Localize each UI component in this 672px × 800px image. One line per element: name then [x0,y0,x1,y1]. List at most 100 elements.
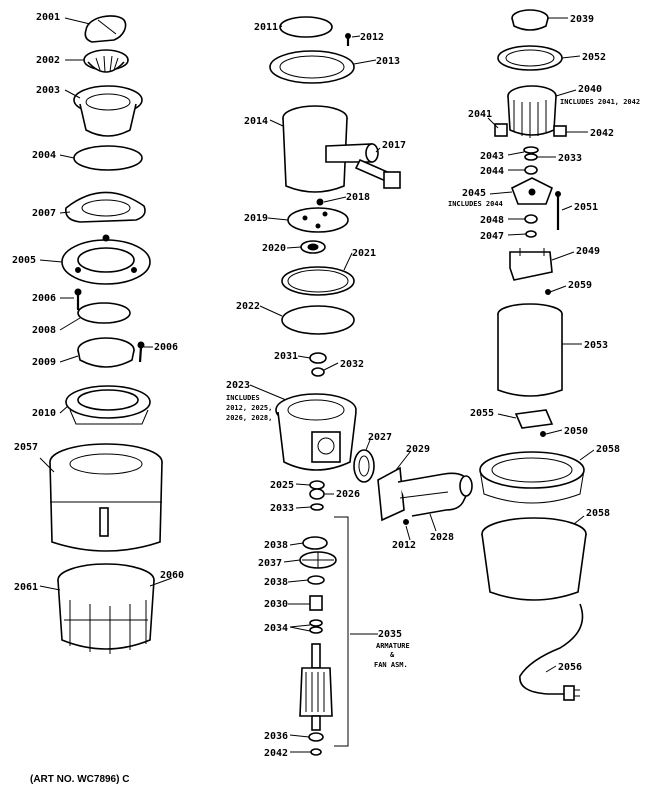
label-2048: 2048 [480,215,504,226]
part-2043-washer [523,146,539,154]
part-2010-lower-ring [65,385,151,425]
label-2036: 2036 [264,731,288,742]
label-2044: 2044 [480,166,504,177]
label-2055: 2055 [470,408,494,419]
part-2017-inlet-tube [354,158,401,189]
part-2059-screw [545,289,551,295]
label-2037: 2037 [258,558,282,569]
part-2020-bearing [300,240,326,254]
label-2018: 2018 [346,192,370,203]
part-2044-washer [524,165,538,175]
part-2006-screw-right [137,341,145,363]
note-2040-includes: INCLUDES 2041, 2042 [560,98,640,106]
label-2035: 2035 [378,629,402,640]
label-2011: 2011 [254,22,278,33]
label-2027: 2027 [368,432,392,443]
label-2058-ring: 2058 [596,444,620,455]
part-2013-mounting-ring [269,50,355,84]
part-2009-ring [77,337,135,368]
label-2050: 2050 [564,426,588,437]
bracket-2035 [334,516,349,747]
part-2011-gasket [279,16,333,38]
part-2031-washer [309,352,327,364]
label-2038-lower: 2038 [264,577,288,588]
label-2004: 2004 [32,150,56,161]
part-2056-power-cord [519,603,584,701]
part-2034-washers [309,619,323,634]
label-2028: 2028 [430,532,454,543]
part-2041-terminal [494,123,508,137]
label-2033: 2033 [270,503,294,514]
part-2055-plate [514,409,554,429]
note-2023-line1: INCLUDES [226,394,260,402]
label-2012-top: 2012 [360,32,384,43]
label-2019: 2019 [244,213,268,224]
part-2026-bushing [309,488,325,500]
note-2045-includes: INCLUDES 2044 [448,200,503,208]
note-2023-line3: 2026, 2028, [226,414,272,422]
label-2025: 2025 [270,480,294,491]
label-2056: 2056 [558,662,582,673]
label-2041: 2041 [468,109,492,120]
part-2005-mounting-ring [61,234,151,285]
label-2010: 2010 [32,408,56,419]
label-2034: 2034 [264,623,288,634]
label-2021: 2021 [352,248,376,259]
label-2020: 2020 [262,243,286,254]
part-2008-snap-ring [77,302,131,324]
label-2012-bottom: 2012 [392,540,416,551]
part-2033-washer-right [524,153,538,161]
label-2060: 2060 [160,570,184,581]
label-2052: 2052 [582,52,606,63]
label-2047: 2047 [480,231,504,242]
part-2027-clamp [353,449,375,483]
part-2037-fan [299,551,337,569]
part-2047-washer [525,230,537,238]
label-2026: 2026 [336,489,360,500]
part-2025-washer [309,480,325,490]
note-2035-line1: ARMATURE [376,642,410,650]
label-2022: 2022 [236,301,260,312]
part-2019-plate [287,207,349,233]
part-2033-washer [310,503,324,511]
label-2039: 2039 [570,14,594,25]
label-2031: 2031 [274,351,298,362]
part-2007-backup-flange [64,191,146,223]
label-2003: 2003 [36,85,60,96]
part-2022-gasket [281,305,355,335]
label-2029: 2029 [406,444,430,455]
label-2043: 2043 [480,151,504,162]
label-2053: 2053 [584,340,608,351]
label-2051: 2051 [574,202,598,213]
label-2009: 2009 [32,357,56,368]
label-2002: 2002 [36,55,60,66]
label-2008: 2008 [32,325,56,336]
label-2030: 2030 [264,599,288,610]
part-2014-hopper [282,105,379,193]
part-2052-ring [497,45,563,71]
label-2033-right: 2033 [558,153,582,164]
label-2014: 2014 [244,116,268,127]
part-2061-lower-shield [57,563,155,654]
part-2038-washer-upper [302,536,328,550]
label-2045: 2045 [462,188,486,199]
note-2035-line2: & [390,651,395,659]
label-2032: 2032 [340,359,364,370]
label-2017: 2017 [382,140,406,151]
part-2023-lower-housing [275,393,357,471]
part-2042-terminal [553,125,567,137]
part-2045-end-bell [510,177,554,205]
label-2057: 2057 [14,442,38,453]
part-armature-shaft [299,643,333,731]
part-2050-screw-lower [540,431,546,437]
part-2002-splash-guard [83,49,129,73]
label-2005: 2005 [12,255,36,266]
label-2061: 2061 [14,582,38,593]
part-2040-stator [507,85,557,138]
part-2004-gasket [73,145,143,171]
label-2013: 2013 [376,56,400,67]
part-2006-screw-left [74,288,82,310]
label-2059: 2059 [568,280,592,291]
part-2038-washer-lower [307,575,325,585]
